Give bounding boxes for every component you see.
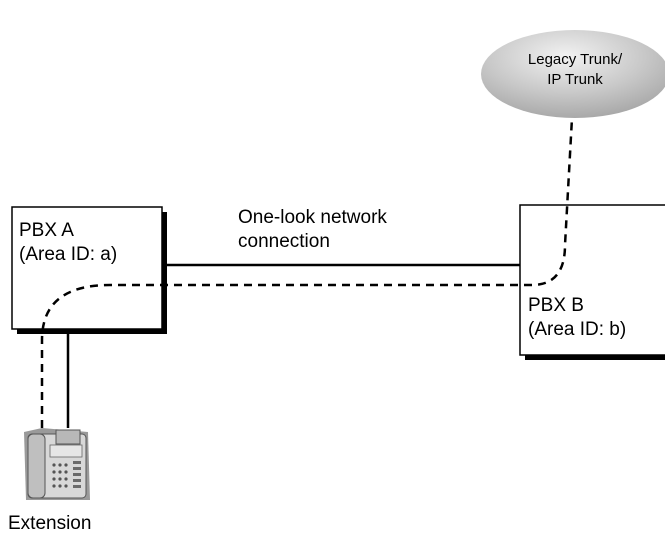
- pbx-b-name: PBX B: [528, 295, 584, 316]
- trunk-cloud-label-line2: IP Trunk: [547, 71, 603, 88]
- trunk-cloud-label-line1: Legacy Trunk/: [527, 51, 623, 68]
- pbx-b-label: PBX B (Area ID: b): [528, 294, 626, 342]
- telephone-icon: [24, 428, 90, 500]
- pbx-a-label: PBX A (Area ID: a): [19, 219, 117, 267]
- pbx-a-box: [11, 206, 163, 330]
- extension-label: Extension: [8, 513, 92, 534]
- connection-label: One-look network connection: [238, 206, 387, 254]
- pbx-a-area-id: (Area ID: a): [19, 244, 118, 265]
- call-path-dashed: [40, 117, 574, 428]
- connection-label-line2: connection: [238, 231, 330, 252]
- connection-label-line1: One-look network: [238, 207, 387, 228]
- pbx-a-name: PBX A: [19, 220, 74, 241]
- trunk-cloud-label: Legacy Trunk/ IP Trunk: [515, 50, 635, 90]
- pbx-b-box: [519, 204, 665, 356]
- trunk-cloud: [481, 30, 665, 118]
- pbx-b-area-id: (Area ID: b): [528, 319, 627, 340]
